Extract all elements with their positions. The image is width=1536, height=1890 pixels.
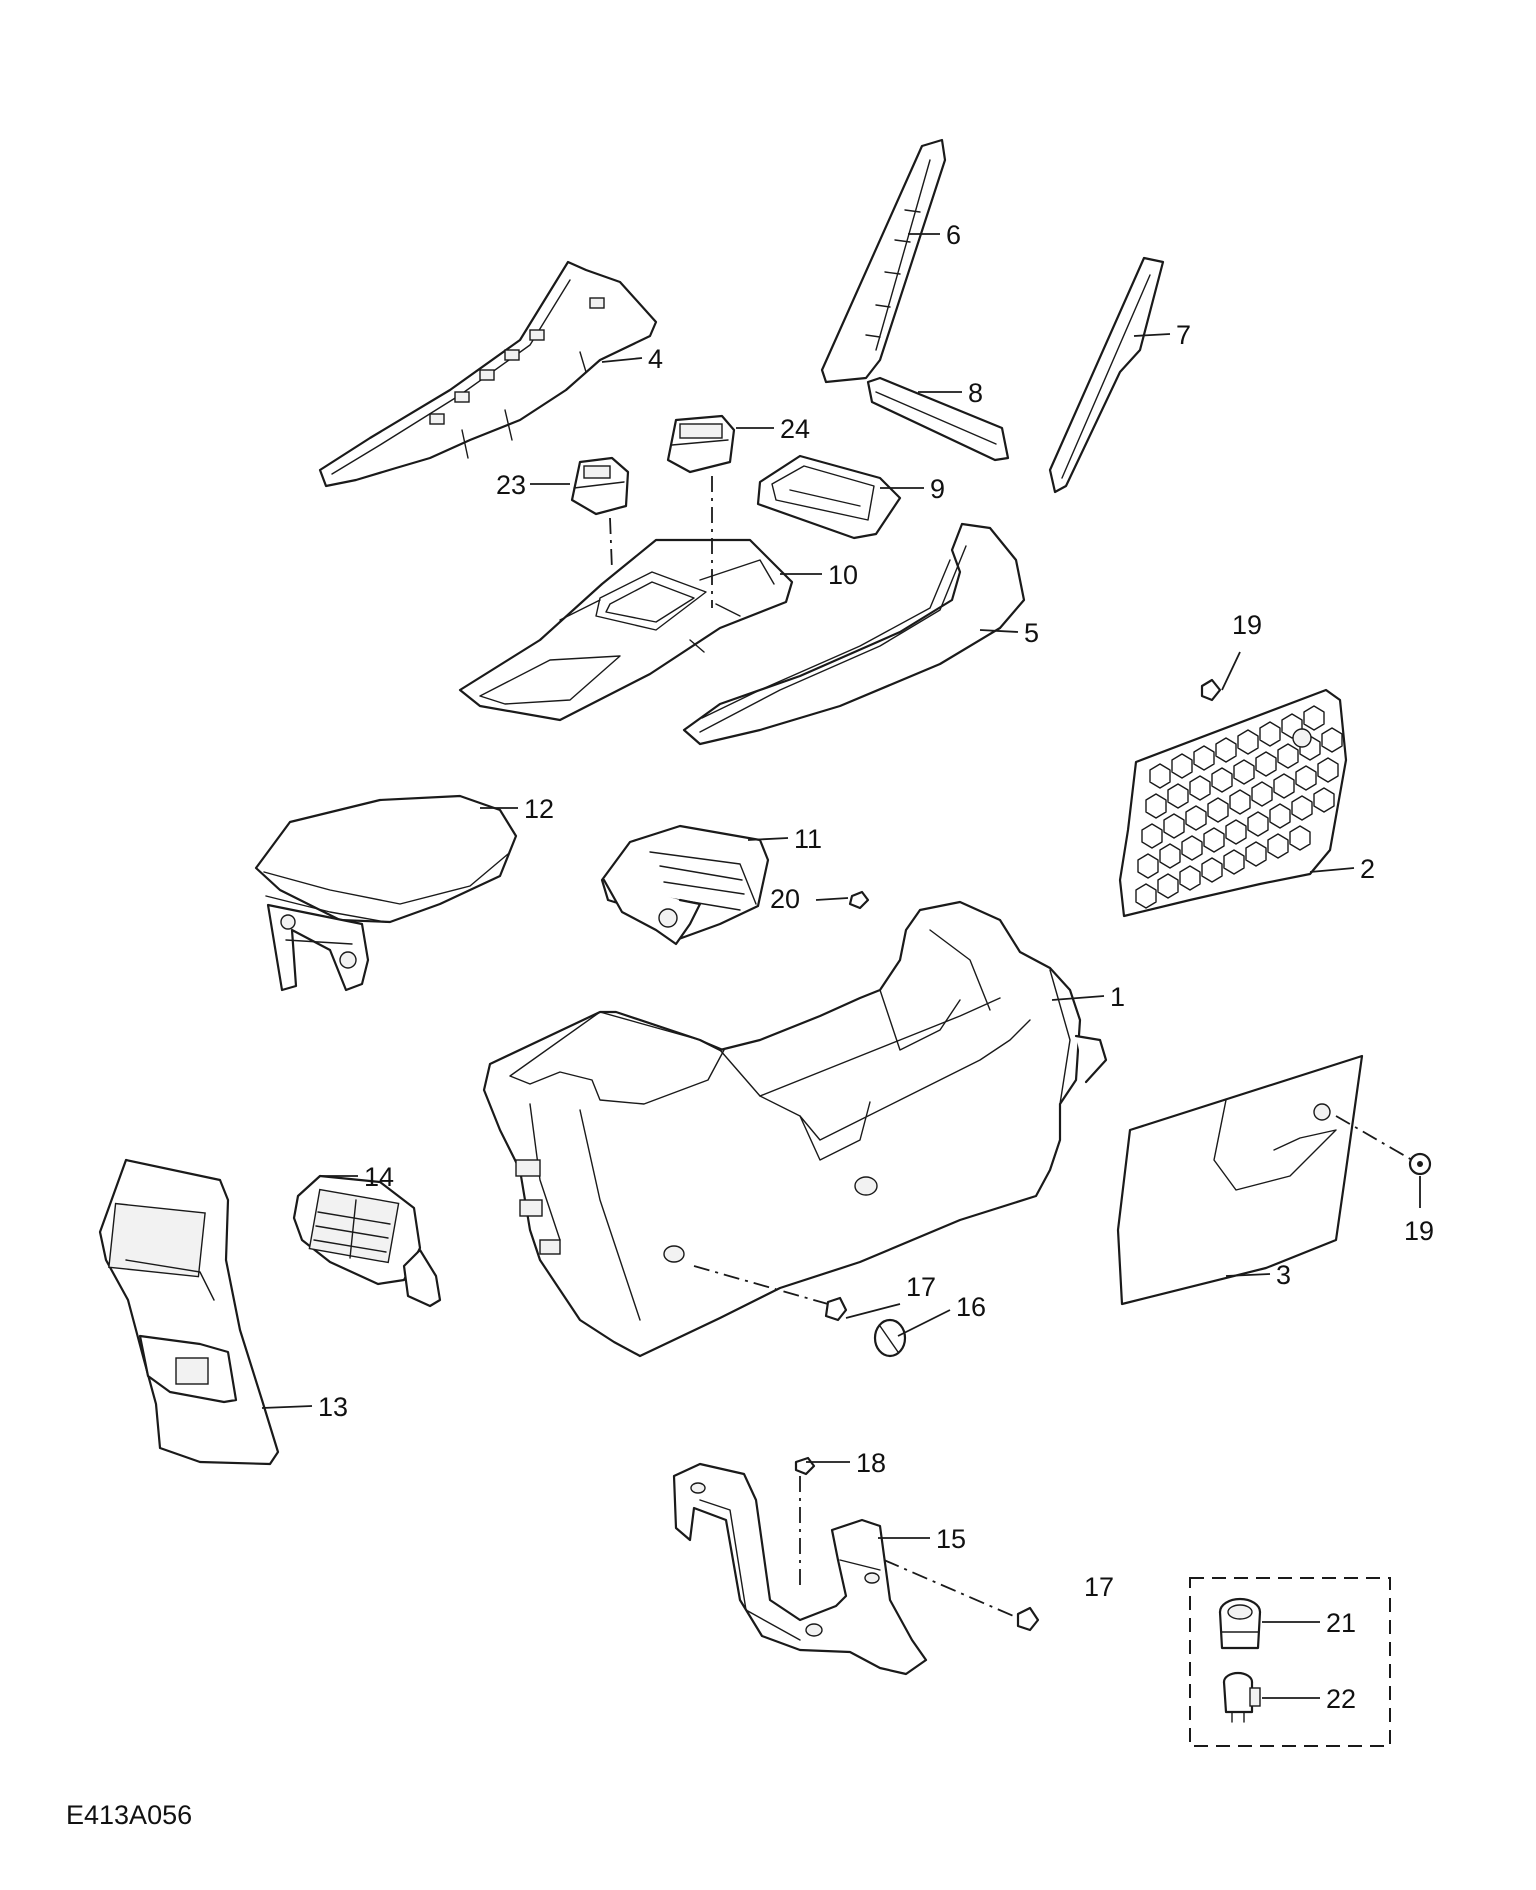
part-23-switch — [570, 456, 630, 516]
assembly-lines — [609, 476, 1413, 1619]
callout-12: 12 — [524, 794, 554, 824]
part-18-nut — [794, 1456, 816, 1476]
part-19-clip-upper — [1200, 678, 1222, 702]
part-7-trim-strip — [1048, 256, 1165, 494]
part-21-power-socket — [1218, 1597, 1262, 1650]
part-19-clip-lower — [1408, 1152, 1432, 1176]
part-3-side-panel — [1116, 1054, 1364, 1306]
part-5-side-trim — [682, 522, 1026, 746]
callout-labels: 1 2 3 4 5 6 7 8 9 10 11 12 13 14 15 16 1… — [318, 220, 1434, 1714]
part-4-side-trim-panel — [318, 260, 658, 488]
callout-6: 6 — [946, 220, 961, 250]
part-13-rear-console-trim — [98, 1158, 280, 1466]
callout-17-lower: 17 — [1084, 1572, 1114, 1602]
callout-18: 18 — [856, 1448, 886, 1478]
part-10-upper-console-panel — [458, 538, 794, 722]
kit-box — [1189, 1577, 1391, 1747]
part-20-clip — [848, 890, 870, 910]
part-6-trim-strip — [820, 138, 947, 384]
callout-20: 20 — [770, 884, 800, 914]
callout-1: 1 — [1110, 982, 1125, 1012]
part-8-trim-piece — [866, 376, 1010, 462]
part-12-armrest-lid — [254, 794, 518, 992]
callout-10: 10 — [828, 560, 858, 590]
part-9-storage-tray — [756, 454, 902, 540]
callout-21: 21 — [1326, 1608, 1356, 1638]
callout-22: 22 — [1326, 1684, 1356, 1714]
callout-19-upper: 19 — [1232, 610, 1262, 640]
leader-lines — [261, 233, 1421, 1699]
callout-24: 24 — [780, 414, 810, 444]
callout-11: 11 — [794, 824, 822, 854]
callout-4: 4 — [648, 344, 663, 374]
callout-17-upper: 17 — [906, 1272, 936, 1302]
part-17-screw-lower — [1016, 1606, 1040, 1632]
callout-14: 14 — [364, 1162, 394, 1192]
callout-7: 7 — [1176, 320, 1191, 350]
part-15-lower-bracket — [672, 1462, 928, 1676]
callout-16: 16 — [956, 1292, 986, 1322]
figure-code: E413A056 — [66, 1800, 192, 1830]
callout-13: 13 — [318, 1392, 348, 1422]
part-14-rear-air-vent — [292, 1174, 442, 1308]
callout-3: 3 — [1276, 1260, 1291, 1290]
part-22-socket-connector — [1222, 1671, 1261, 1723]
callout-23: 23 — [496, 470, 526, 500]
callout-19-lower: 19 — [1404, 1216, 1434, 1246]
part-11-storage-bin — [600, 824, 770, 946]
part-17-screw-upper — [824, 1296, 848, 1322]
part-2-side-panel-insulator — [1118, 688, 1348, 918]
part-1-console-body — [482, 900, 1108, 1358]
callout-2: 2 — [1360, 854, 1375, 884]
callout-9: 9 — [930, 474, 945, 504]
part-16-cap — [873, 1318, 907, 1358]
part-24-switch-pack — [666, 414, 736, 474]
callout-5: 5 — [1024, 618, 1039, 648]
callout-15: 15 — [936, 1524, 966, 1554]
callout-8: 8 — [968, 378, 983, 408]
